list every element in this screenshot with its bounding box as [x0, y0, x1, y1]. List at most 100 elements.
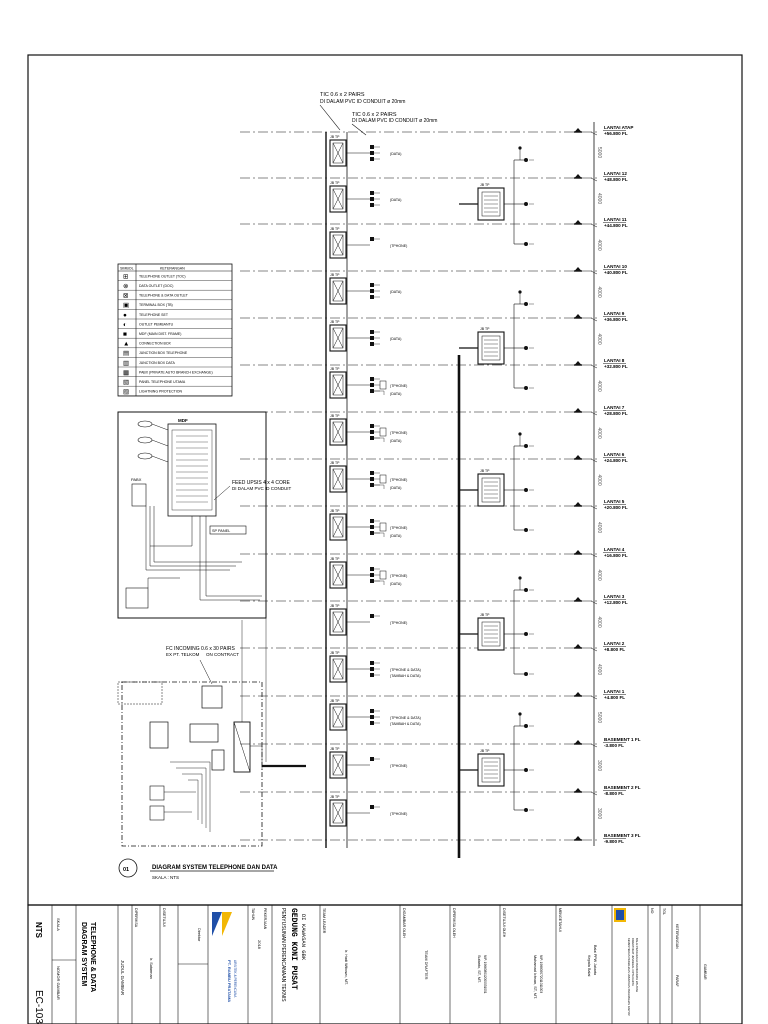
floor-name: LANTAI 1: [604, 689, 625, 694]
telephone-set-icon: [518, 432, 522, 436]
legend-row: ▧PANEL TELEPHONE UTAMA: [118, 379, 232, 387]
outlet-symbol: [370, 567, 374, 571]
floor-name: LANTAI 6: [604, 452, 625, 457]
level-marker: [574, 267, 582, 271]
outlet-symbol: [370, 436, 374, 440]
level-marker: [574, 597, 582, 601]
floor-elevation: +4.800 FL: [604, 695, 625, 700]
floor-elevation: +8.800 FL: [604, 647, 625, 652]
floor-dimension: 4000: [596, 334, 602, 345]
outlet-symbol: [370, 191, 374, 195]
outlet-label-secondary: (DATA): [390, 582, 401, 586]
junction-box: JB TP(TPHONE)(DATA): [329, 461, 407, 493]
junction-box-label: JB TP: [330, 699, 340, 703]
telephone-set-icon: [524, 588, 528, 592]
legend-row: ▨LIGHTNING PROTECTION: [118, 389, 232, 396]
floor-level: LANTAI 7+28.800 FL: [240, 405, 628, 416]
legend-row: ⊠TELEPHONE & DATA OUTLET: [118, 293, 232, 300]
pabx-label: PABX: [131, 477, 142, 482]
project-label: PEKERJAAN: [263, 908, 267, 930]
floor-elevation: +28.800 FL: [604, 411, 628, 416]
mdf-cabinet: [167, 423, 217, 517]
legend-description: TELEPHONE & DATA OUTLET: [139, 294, 189, 298]
junction-box: JB TP(TPHONE)(DATA): [329, 367, 407, 399]
outlet-label: (TPHONE): [390, 431, 407, 435]
floor-level: BASEMENT 1 FL-3.800 FL: [240, 737, 641, 748]
outlet-label-secondary: (TAMBAH & DATA): [390, 674, 421, 678]
known-by-1: Kepala Balai: [587, 955, 591, 976]
legend-description: PANEL TELEPHONE UTAMA: [139, 380, 186, 384]
floor-level: LANTAI 12+48.800 FL: [240, 171, 628, 182]
outlet-label: (TPHONE & DATA): [390, 668, 421, 672]
designer-label: DIGAMBAR OLEH: [402, 908, 406, 938]
outlet-symbol: [370, 673, 374, 677]
floor-elevation: +32.800 FL: [604, 364, 628, 369]
outlet-symbol: [370, 661, 374, 665]
entrance-room-detail: FC INCOMING 0.6 x 30 PAIRS EX PT. TELKOM…: [117, 618, 306, 847]
floor-level: LANTAI 3+12.800 FL: [240, 594, 628, 605]
drawing-number-label: NOMOR GAMBAR: [56, 966, 61, 1000]
outlet-symbol: [370, 383, 374, 387]
outlet-label: (DATA): [390, 290, 401, 294]
outlet-symbol: [370, 157, 374, 161]
legend-description: PABX (PRIVATE AUTO BRANCH EXCHANGE): [139, 370, 213, 374]
known-label: MENGETAHUI: [558, 908, 562, 932]
outlet-label: (TPHONE): [390, 621, 407, 625]
legend-row: ▣TERMINAL BOX (TB): [118, 302, 232, 310]
floor-elevation: +36.800 FL: [604, 317, 628, 322]
level-marker: [574, 788, 582, 792]
outlet-symbol: [370, 805, 374, 809]
telephone-set-icon: [524, 632, 528, 636]
project-line-2: GEDUNG KONI PUSAT: [289, 908, 298, 990]
floor-dimension: 4000: [596, 664, 602, 675]
legend-row: ▤JUNCTION BOX TELEPHONE: [118, 350, 232, 358]
level-marker: [574, 502, 582, 506]
caption-number: 01: [123, 867, 129, 873]
outlet-symbol: [370, 336, 374, 340]
legend-row: ▥JUNCTION BOX DATA: [118, 360, 232, 368]
outlet-symbol: [370, 237, 374, 241]
telephone-set-icon: [524, 158, 528, 162]
outlet-symbol: [370, 377, 374, 381]
scale-label: SKALA: [56, 918, 61, 931]
junction-box-label: JB TP: [330, 461, 340, 465]
feeder-label-1: FEED UPSIS 4 x 4 CORE: [232, 480, 290, 486]
floor-name: BASEMENT 3 FL: [604, 833, 641, 838]
outlet-symbol: [370, 579, 374, 583]
outlet-label: (DATA): [390, 152, 401, 156]
legend-symbol-icon: ⊗: [123, 283, 129, 290]
floor-level: LANTAI ATAP+56.800 FL: [240, 125, 633, 136]
telephone-set-icon: [518, 712, 522, 716]
telephone-set-icon: [524, 386, 528, 390]
floor-name: BASEMENT 1 FL: [604, 737, 641, 742]
junction-box: JB TP(DATA): [329, 181, 401, 213]
floor-level: LANTAI 9+36.800 FL: [240, 311, 628, 322]
junction-box-label: JB TP: [330, 414, 340, 418]
approved-label: DISETUJUI: [162, 908, 166, 927]
level-marker: [574, 314, 582, 318]
year-value: 2018: [257, 940, 262, 950]
floor-elevation: +40.800 FL: [604, 270, 628, 275]
floor-dimension: 4000: [596, 240, 602, 251]
incoming-cable-label-2: EX PT. TELKOM: [166, 652, 200, 657]
diagram-caption: 01 DIAGRAM SYSTEM TELEPHONE DAN DATA SKA…: [118, 858, 278, 880]
floor-elevation: -8.800 FL: [604, 791, 624, 796]
floor-level: LANTAI 4+16.800 FL: [240, 547, 628, 558]
mdf-label: MDF: [178, 418, 188, 423]
floor-level: LANTAI 11+44.800 FL: [240, 217, 628, 228]
outlet-label: (TPHONE): [390, 384, 407, 388]
floor-elevation: +12.800 FL: [604, 600, 628, 605]
outlet-symbol: [370, 573, 374, 577]
legend-symbol-icon: ▲: [123, 341, 129, 348]
floor-dimension: 4000: [596, 570, 602, 581]
outlet-symbol: [370, 295, 374, 299]
telephone-set-icon: [518, 146, 522, 150]
junction-box: JB TP(DATA): [329, 135, 401, 167]
telephone-set-icon: [524, 202, 528, 206]
outlet-symbol: [370, 424, 374, 428]
floor-dimension: 5000: [596, 712, 602, 723]
approved-by: Direktur: [197, 928, 201, 942]
legend-description: JUNCTION BOX DATA: [139, 361, 176, 365]
project-line-3: DI KAWASAN GBK: [300, 914, 307, 961]
